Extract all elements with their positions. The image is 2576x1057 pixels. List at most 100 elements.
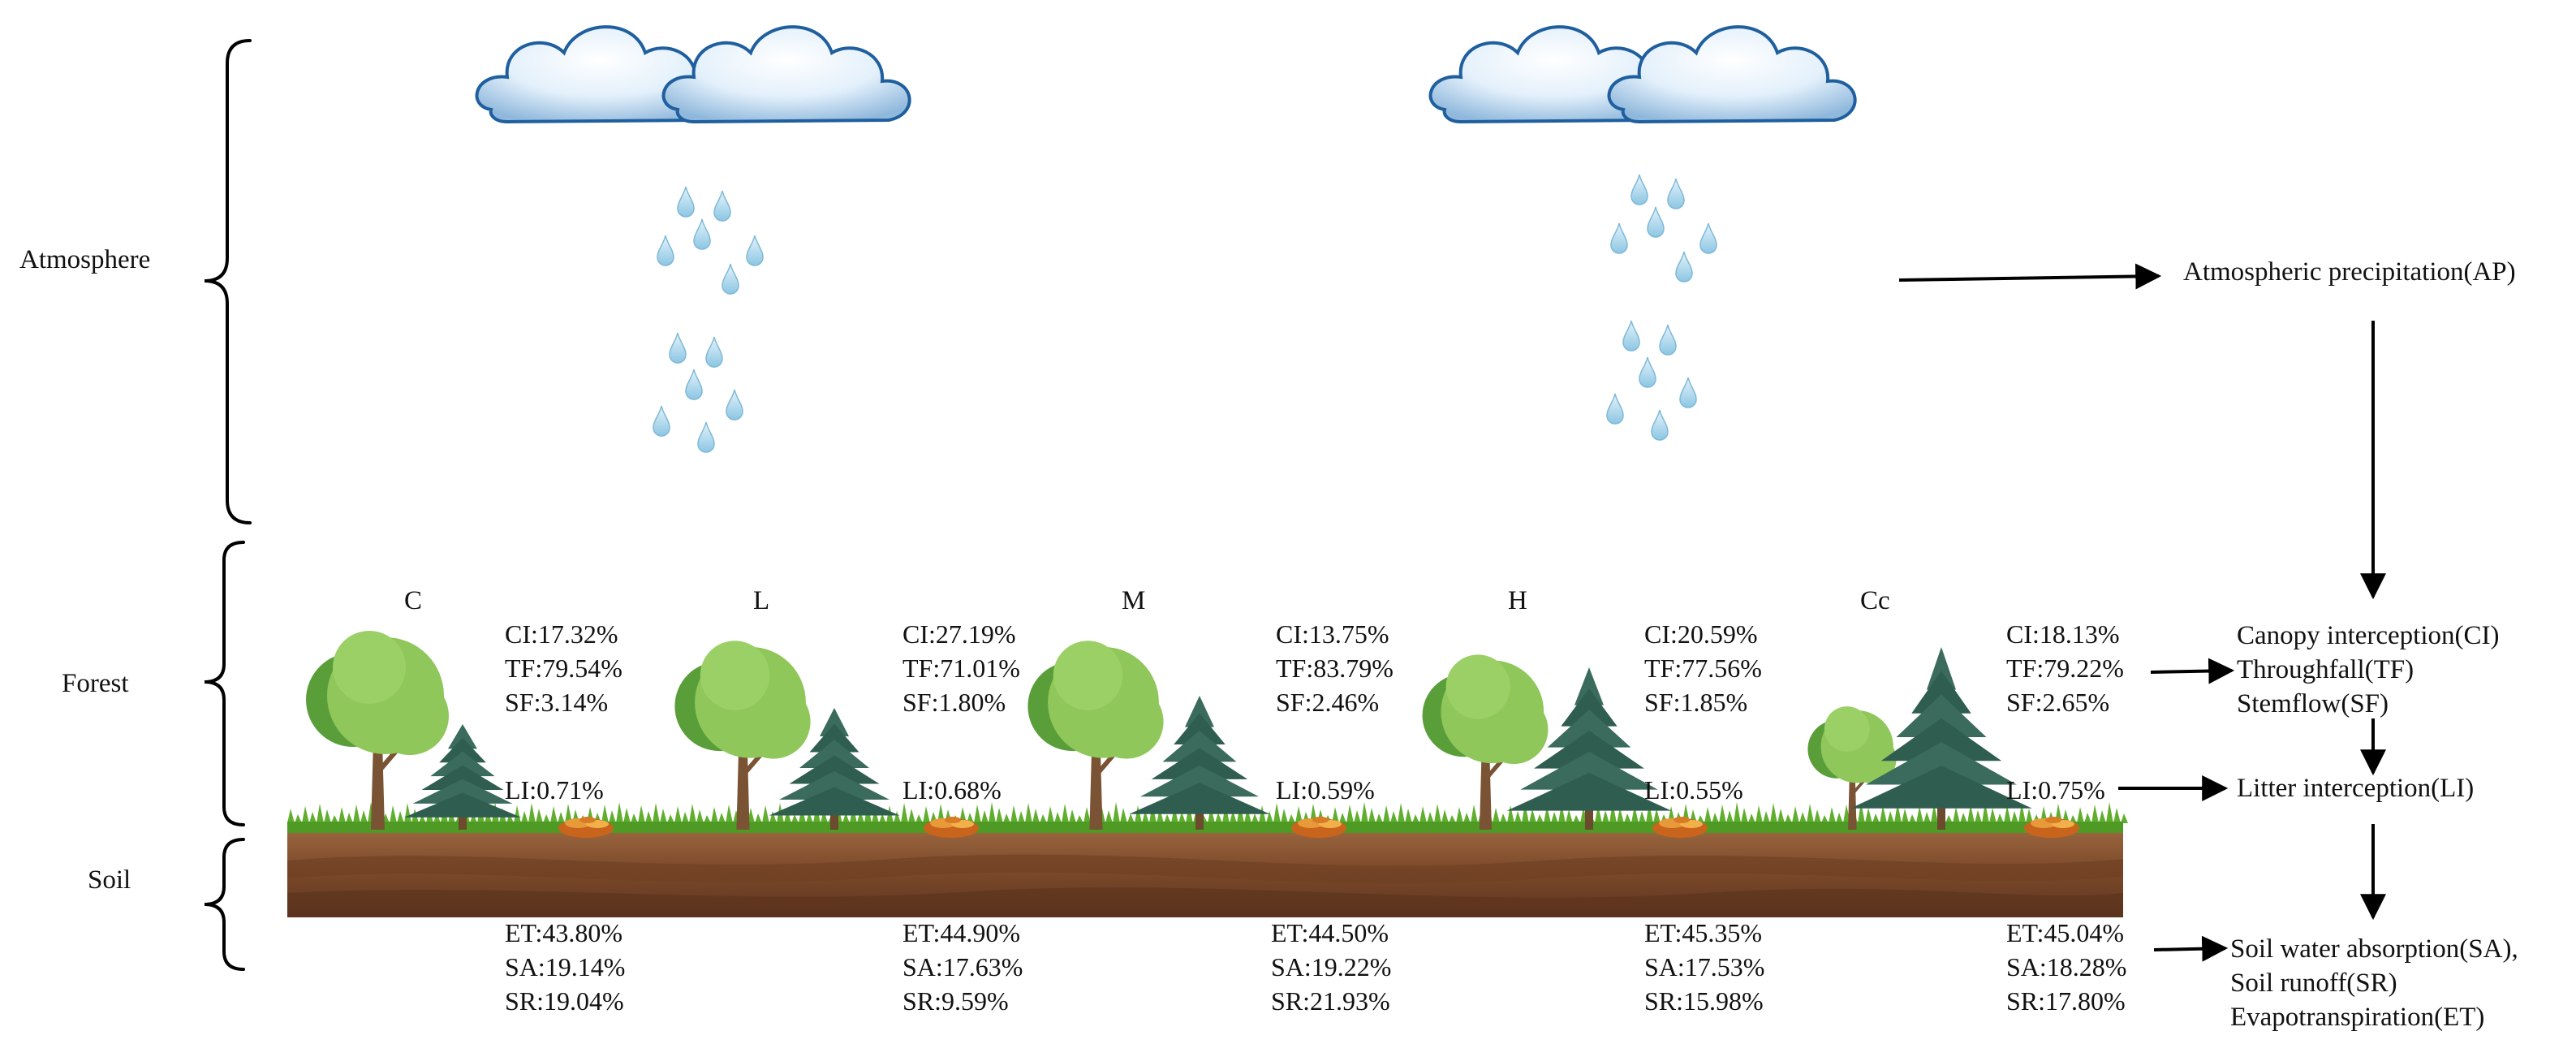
- flow-tf: Throughfall(TF): [2237, 655, 2414, 684]
- stat-ci: CI:20.59%: [1644, 619, 1758, 649]
- stat-li: LI:0.59%: [1276, 775, 1375, 805]
- raindrop-icon: [726, 389, 743, 421]
- soil-stats: ET:43.80% SA:19.14% SR:19.04%: [505, 916, 625, 1018]
- raindrop-icon: [653, 405, 670, 437]
- arrow-ap: [1898, 263, 2162, 290]
- stat-tf: TF:79.22%: [2006, 654, 2124, 683]
- stat-sa: SA:18.28%: [2006, 952, 2127, 981]
- soil-stats: ET:44.90% SA:17.63% SR:9.59%: [902, 916, 1023, 1018]
- brace-group: [204, 39, 252, 971]
- raindrop-icon: [669, 332, 687, 364]
- conifer-tree-icon: [769, 708, 900, 830]
- conifer-tree-icon: [403, 724, 522, 830]
- litter-pile-icon: [924, 817, 979, 838]
- raindrop-icon: [705, 336, 723, 368]
- flow-label-litter: Litter interception(LI): [2237, 774, 2475, 803]
- conifer-tree-icon: [1506, 667, 1672, 830]
- raindrop-icon: [746, 235, 764, 266]
- soil-stratum: [287, 854, 2123, 884]
- stat-li: LI:0.71%: [505, 775, 604, 805]
- flow-sa: Soil water absorption(SA),: [2230, 934, 2518, 964]
- litter-pile-icon: [2024, 817, 2079, 838]
- stat-ci: CI:27.19%: [902, 619, 1016, 649]
- flow-sr: Soil runoff(SR): [2230, 969, 2397, 998]
- brace-atmosphere: [204, 39, 252, 524]
- flow-et: Evapotranspiration(ET): [2230, 1003, 2485, 1032]
- raindrop-icon: [677, 186, 695, 218]
- stat-et: ET:43.80%: [505, 918, 623, 947]
- stat-tf: TF:79.54%: [505, 654, 622, 683]
- raindrop-icon: [1630, 174, 1648, 205]
- conifer-tree-icon: [1129, 696, 1270, 830]
- raindrop-icon: [697, 421, 715, 453]
- stat-li: LI:0.68%: [902, 775, 1002, 805]
- stat-et: ET:45.04%: [2006, 918, 2125, 947]
- litter-pile-icon: [558, 817, 614, 838]
- canopy-stats: CI:18.13% TF:79.22% SF:2.65%: [2006, 617, 2124, 719]
- broadleaf-tree-icon: [1422, 654, 1549, 830]
- soil-stats: ET:45.35% SA:17.53% SR:15.98%: [1644, 916, 1764, 1018]
- raindrop-icon: [1647, 206, 1665, 238]
- raindrop-icon: [1675, 251, 1693, 283]
- canopy-stats: CI:20.59% TF:77.56% SF:1.85%: [1644, 617, 1762, 719]
- broadleaf-tree-icon: [1027, 641, 1164, 830]
- ground: [287, 802, 2128, 917]
- raindrop-icon: [1659, 324, 1677, 356]
- stat-sa: SA:17.63%: [902, 952, 1023, 981]
- flow-sf: Stemflow(SF): [2237, 689, 2389, 718]
- stat-li: LI:0.75%: [2006, 775, 2105, 805]
- raindrop-icon: [1667, 178, 1685, 209]
- plot-label: M: [1122, 586, 1146, 615]
- plot-label: H: [1508, 586, 1527, 615]
- stat-sr: SR:21.93%: [1271, 986, 1390, 1016]
- cloud-icon: [1428, 25, 1857, 124]
- stat-sf: SF:1.85%: [1644, 688, 1748, 717]
- brace-soil: [204, 838, 245, 971]
- stat-tf: TF:71.01%: [902, 654, 1020, 683]
- arrow-tf: [2150, 658, 2235, 684]
- stat-sr: SR:9.59%: [902, 986, 1009, 1016]
- broadleaf-tree-icon: [674, 641, 811, 830]
- conifer-tree-icon: [1850, 647, 2032, 830]
- stat-et: ET:44.50%: [1271, 918, 1389, 947]
- stat-ci: CI:17.32%: [505, 619, 618, 649]
- canopy-stats: CI:13.75% TF:83.79% SF:2.46%: [1276, 617, 1394, 719]
- soil-stats: ET:45.04% SA:18.28% SR:17.80%: [2006, 916, 2126, 1018]
- stat-ci: CI:18.13%: [2006, 619, 2120, 649]
- flow-ci: Canopy interception(CI): [2237, 621, 2500, 650]
- stat-et: ET:44.90%: [902, 918, 1021, 947]
- flow-label-ap: Atmospheric precipitation(AP): [2183, 257, 2516, 287]
- stat-sa: SA:17.53%: [1644, 952, 1765, 981]
- vegetation-group: [306, 631, 2079, 838]
- stat-sr: SR:17.80%: [2006, 986, 2126, 1016]
- litter-pile-icon: [1291, 817, 1346, 838]
- layer-label-forest: Forest: [62, 669, 129, 698]
- brace-forest: [204, 541, 245, 826]
- soil-stratum: [287, 887, 2123, 917]
- litter-pile-icon: [1652, 817, 1708, 838]
- stat-sa: SA:19.22%: [1271, 952, 1392, 981]
- stat-sr: SR:19.04%: [505, 986, 624, 1016]
- flow-arrows: [1898, 263, 2386, 962]
- stat-sr: SR:15.98%: [1644, 986, 1764, 1016]
- stat-sa: SA:19.14%: [505, 952, 626, 981]
- plot-label: Cc: [1860, 586, 1890, 615]
- raindrop-icon: [1699, 222, 1717, 254]
- plot-label: C: [404, 586, 423, 615]
- broadleaf-tree-icon: [1807, 706, 1897, 830]
- raindrop-icon: [657, 235, 674, 266]
- stat-li: LI:0.55%: [1644, 775, 1743, 805]
- cloud-icon: [475, 25, 911, 124]
- stat-sf: SF:2.46%: [1276, 688, 1380, 717]
- raindrop-icon: [1610, 222, 1628, 254]
- raindrop-icon: [1639, 356, 1656, 388]
- layer-label-soil: Soil: [88, 865, 131, 895]
- stat-sf: SF:3.14%: [505, 688, 609, 717]
- raindrop-icon: [1651, 409, 1669, 441]
- stat-sf: SF:2.65%: [2006, 688, 2110, 717]
- stat-tf: TF:83.79%: [1276, 654, 1394, 683]
- canopy-stats: CI:27.19% TF:71.01% SF:1.80%: [902, 617, 1020, 719]
- raindrop-icon: [693, 218, 711, 250]
- broadleaf-tree-icon: [306, 631, 449, 830]
